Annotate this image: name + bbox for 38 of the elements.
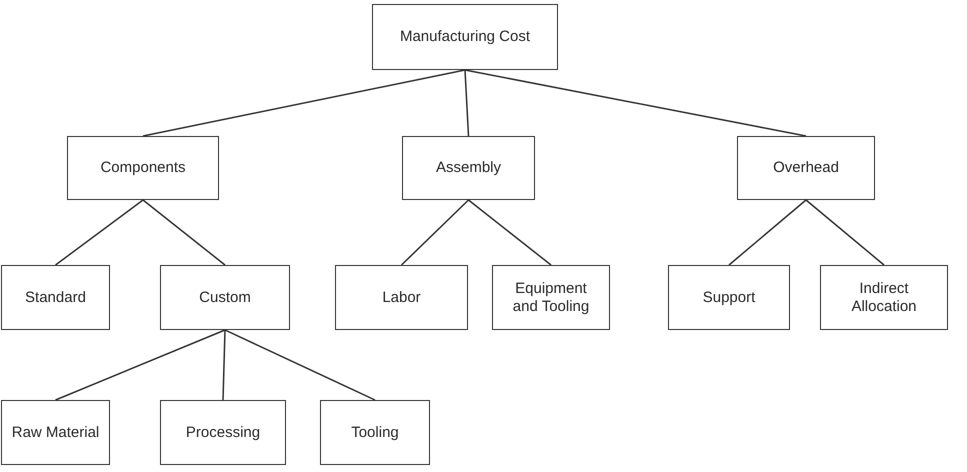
connector-line bbox=[400, 199, 470, 266]
box-label: Components bbox=[100, 159, 186, 177]
connector-line bbox=[224, 329, 376, 401]
category-box bbox=[820, 265, 948, 330]
category-box bbox=[335, 265, 468, 330]
connector-line bbox=[464, 70, 470, 136]
category-box bbox=[320, 400, 430, 465]
category-box bbox=[492, 265, 610, 330]
box-label: Tooling bbox=[351, 424, 399, 442]
category-box bbox=[160, 400, 286, 465]
connector-line bbox=[728, 199, 806, 266]
category-box bbox=[1, 265, 110, 330]
category-box bbox=[160, 265, 290, 330]
category-box bbox=[1, 400, 110, 465]
category-box bbox=[372, 4, 558, 70]
connector-line bbox=[806, 199, 884, 266]
box-label: Labor bbox=[382, 288, 421, 306]
category-box bbox=[402, 136, 535, 200]
box-label: Equipment and Tooling bbox=[512, 280, 590, 316]
connector-line bbox=[222, 330, 226, 400]
box-label: Standard bbox=[25, 288, 86, 306]
box-label: Overhead bbox=[773, 159, 839, 177]
connector-line bbox=[142, 199, 226, 266]
connector-line bbox=[55, 199, 144, 266]
category-box bbox=[737, 136, 875, 200]
box-label: Support bbox=[702, 288, 756, 306]
connector-line bbox=[55, 329, 226, 401]
connector-line bbox=[468, 199, 552, 266]
box-label: Manufacturing Cost bbox=[400, 28, 530, 46]
connector-line bbox=[464, 69, 806, 137]
box-label: Assembly bbox=[436, 159, 502, 177]
category-box bbox=[668, 265, 790, 330]
connector-line bbox=[142, 69, 466, 137]
box-label: Processing bbox=[186, 424, 260, 442]
category-box bbox=[67, 136, 219, 200]
box-label: Indirect Allocation bbox=[850, 280, 918, 316]
box-label: Raw Material bbox=[12, 424, 100, 442]
box-label: Custom bbox=[199, 288, 251, 306]
